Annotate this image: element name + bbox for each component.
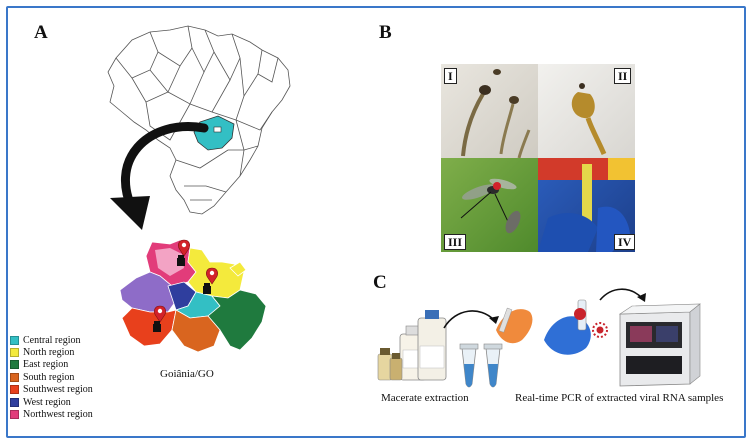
pcr-machine [618, 303, 701, 387]
legend-label: Central region [23, 334, 81, 346]
legend-swatch [10, 410, 19, 420]
legend-swatch [10, 372, 19, 382]
photo-label-iv: IV [614, 234, 636, 250]
legend-swatch [10, 397, 19, 407]
photo-label-i: I [444, 68, 457, 84]
workflow-arrow-1 [443, 310, 495, 329]
arrow-head [110, 196, 150, 230]
mosquito-illustration [460, 178, 521, 234]
step-label-pcr: Real-time PCR of extracted viral RNA sam… [515, 392, 724, 404]
legend-item-east: East region [10, 359, 93, 371]
legend-label: West region [23, 396, 71, 408]
sample-tubes [459, 343, 503, 388]
step-label-macerate: Macerate extraction [381, 392, 469, 404]
panel-label-b: B [379, 22, 392, 43]
legend-label: Northwest region [23, 409, 93, 421]
legend-item-west: West region [10, 396, 93, 408]
trap-pins [153, 239, 218, 332]
legend-label: Southwest region [23, 384, 93, 396]
legend-label: South region [23, 371, 75, 383]
legend-item-central: Central region [10, 334, 93, 346]
legend-item-northwest: Northwest region [10, 408, 93, 420]
region-south [171, 309, 221, 353]
photo-label-iii: III [444, 234, 467, 250]
legend-swatch [10, 360, 19, 370]
legend-item-southwest: Southwest region [10, 384, 93, 396]
legend-label: East region [23, 359, 69, 371]
legend-swatch [10, 335, 19, 345]
larvae-illustration [461, 69, 531, 158]
photo-larvae [441, 64, 538, 158]
gloved-hand-pestle [496, 307, 533, 344]
pupa-illustration [571, 83, 607, 155]
panel-label-c: C [373, 272, 387, 293]
legend-swatch [10, 385, 19, 395]
region-north-tip [229, 261, 247, 277]
workflow-arrow-2 [599, 288, 643, 301]
reagent-bottles [377, 310, 447, 381]
figure-frame [6, 6, 746, 438]
region-legend: Central region North region East region … [10, 334, 93, 421]
panel-label-a: A [34, 22, 48, 43]
curved-arrow [120, 122, 209, 221]
legend-swatch [10, 348, 19, 358]
legend-label: North region [23, 347, 75, 359]
brazil-map [107, 25, 291, 215]
legend-item-south: South region [10, 371, 93, 383]
gloved-hand-tube [544, 299, 608, 355]
legend-item-north: North region [10, 346, 93, 358]
photo-label-ii: II [614, 68, 632, 84]
map-caption: Goiânia/GO [160, 368, 214, 380]
aspirator-illustration [538, 158, 635, 252]
